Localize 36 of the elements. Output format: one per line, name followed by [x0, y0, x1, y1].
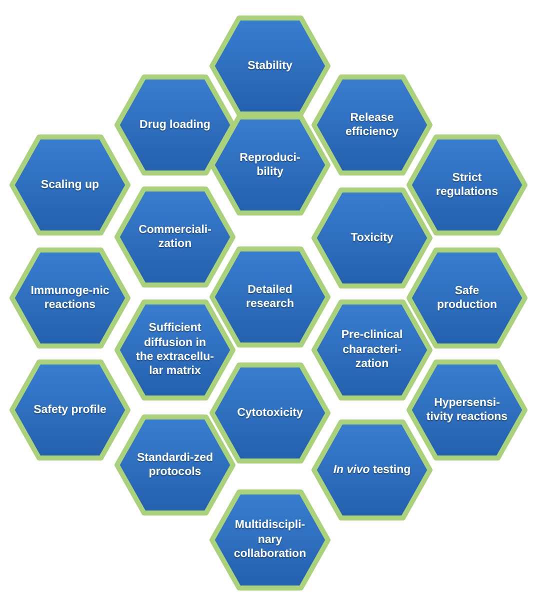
hexagon-tile	[114, 298, 236, 402]
tile-label: Safety profile	[32, 402, 108, 418]
tile-label: Multidiscipli-nary collaboration	[232, 518, 308, 562]
tile-label: Pre-clinical characteri-zation	[340, 328, 404, 372]
hexagon-tile	[9, 358, 131, 462]
hexagon-tile	[406, 358, 528, 462]
hexagon-tile	[209, 488, 331, 592]
tile-label: Stability	[246, 58, 294, 74]
hexagon-tile	[406, 246, 528, 350]
tile-label: Safe production	[436, 284, 498, 312]
tile-label: In vivo testing	[332, 462, 412, 478]
tile-label: Reproduci-bility	[238, 150, 302, 180]
hexagon-tile	[209, 14, 331, 118]
hexagon-tile	[311, 73, 433, 177]
hexagon-tile	[311, 186, 433, 290]
tile-label: Strict regulations	[435, 170, 499, 200]
hexagon-tile	[114, 413, 236, 517]
hexagon-tile	[9, 133, 131, 237]
tile-label: Hypersensi-tivity reactions	[426, 396, 508, 424]
tile-label: Drug loading	[138, 118, 212, 132]
hexagon-tile	[9, 246, 131, 350]
hexagon-tile	[114, 73, 236, 177]
tile-label: Standardi-zed protocols	[136, 450, 214, 480]
tile-label: Cytotoxicity	[236, 406, 304, 420]
hexagon-tile	[114, 185, 236, 289]
tile-label: Toxicity	[350, 230, 394, 246]
tile-label: Scaling up	[40, 178, 100, 192]
hexagon-tile	[209, 245, 331, 349]
hexagon-tile	[311, 298, 433, 402]
tile-label: Release efficiency	[344, 110, 400, 140]
tile-label: Commerciali-zation	[138, 222, 212, 252]
hexagon-tile	[406, 133, 528, 237]
tile-label: Detailed research	[245, 282, 295, 312]
tile-label: Immunoge-nic reactions	[30, 284, 110, 312]
tile-label: Sufficient diffusion in the extracellu-lar matrix	[135, 321, 215, 379]
hexagon-tile	[209, 113, 331, 217]
